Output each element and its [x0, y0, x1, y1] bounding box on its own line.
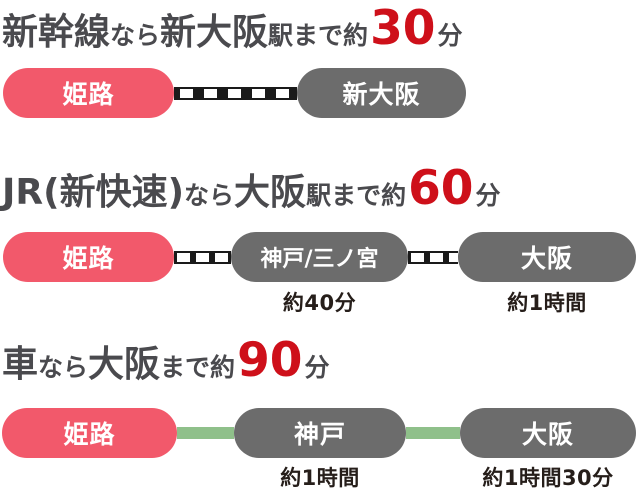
heading-mode-text: 車 [2, 344, 39, 385]
section-heading-shinkansen: 新幹線 なら 新大阪 駅まで約 30 分 [2, 5, 462, 53]
heading-station-text: 大阪 [234, 172, 307, 213]
heading-minutes-unit: 分 [437, 21, 463, 50]
heading-particle: なら [110, 21, 161, 50]
heading-suffix: まで約 [160, 353, 236, 382]
station-pill-kobe-sannomiya: 神戸/三ノ宮 [231, 232, 408, 282]
heading-minutes-number: 90 [237, 333, 303, 388]
station-pill-osaka: 大阪 [460, 408, 636, 458]
heading-station-text: 新大阪 [160, 12, 269, 53]
section-heading-jr-rapid: JR(新快速) なら 大阪 駅まで約 60 分 [2, 165, 501, 213]
rail-line-connector [174, 251, 231, 264]
heading-particle: なら [184, 181, 235, 210]
heading-suffix: 駅まで約 [306, 181, 407, 210]
rail-line-connector [174, 87, 297, 100]
heading-minutes-unit: 分 [304, 353, 330, 382]
station-pill-himeji: 姫路 [3, 68, 174, 118]
heading-station-text: 大阪 [88, 344, 161, 385]
heading-minutes-unit: 分 [475, 181, 501, 210]
station-label: 大阪 [520, 244, 573, 273]
station-pill-kobe: 神戸 [234, 408, 406, 458]
heading-particle: なら [38, 353, 89, 382]
station-pill-shin-osaka: 新大阪 [297, 68, 466, 118]
travel-time-label: 約1時間 [507, 291, 587, 315]
station-label: 大阪 [521, 420, 574, 449]
travel-time-label: 約40分 [282, 291, 357, 315]
heading-minutes-number: 60 [408, 161, 474, 216]
heading-mode-text: 新幹線 [2, 12, 111, 53]
road-connector [177, 427, 234, 439]
travel-time-label: 約1時間30分 [482, 466, 614, 490]
station-label: 新大阪 [342, 80, 421, 109]
heading-minutes-number: 30 [370, 1, 436, 56]
section-heading-car: 車 なら 大阪 まで約 90 分 [2, 337, 329, 385]
station-label: 姫路 [63, 420, 116, 449]
travel-time-label: 約1時間 [280, 466, 360, 490]
station-label: 姫路 [62, 80, 115, 109]
road-connector [406, 427, 460, 439]
heading-mode-text: JR(新快速) [2, 172, 185, 213]
heading-suffix: 駅まで約 [268, 21, 369, 50]
station-pill-himeji: 姫路 [3, 232, 174, 282]
station-pill-osaka: 大阪 [458, 232, 636, 282]
station-label: 神戸/三ノ宮 [260, 247, 379, 272]
station-label: 姫路 [62, 244, 115, 273]
rail-line-connector [408, 251, 458, 264]
station-pill-himeji: 姫路 [2, 408, 177, 458]
station-label: 神戸 [293, 420, 346, 449]
